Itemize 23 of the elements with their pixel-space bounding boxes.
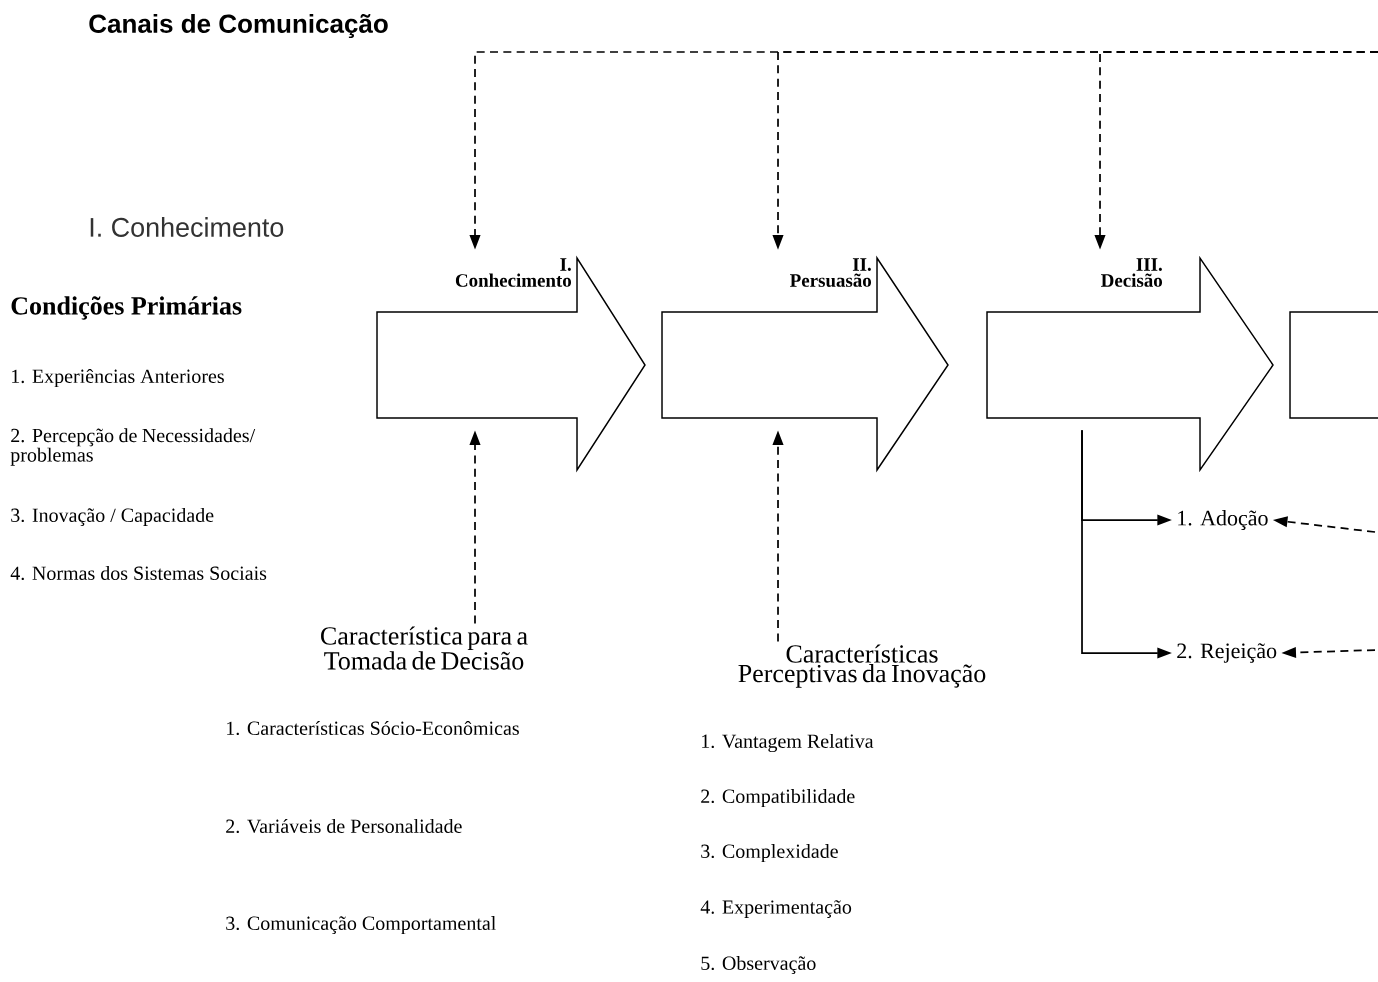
- stage-block: II. Persuasão: [661, 255, 949, 473]
- stage-label: I. Conhecimento: [90, 217, 284, 237]
- list-item: 1. Experiências Anteriores: [12, 368, 224, 388]
- list-item: 3. Complexidade: [701, 843, 838, 863]
- heading: Características Perceptivas da Inovação: [738, 644, 986, 688]
- outcome-label: 1. Adoção: [1178, 510, 1268, 530]
- list-item: 4. Experimentação: [700, 900, 852, 918]
- stage-block: I. Conhecimento: [376, 255, 646, 473]
- empty-box: [1289, 311, 1378, 419]
- list-item: 1. Características Sócio-Econômicas: [227, 720, 519, 736]
- list-item: 3. Comunicação Comportamental: [226, 915, 496, 935]
- outcome-label: 2. Rejeição: [1177, 643, 1277, 663]
- list-item: 4. Normas dos Sistemas Sociais: [10, 565, 267, 581]
- title: Canais de Comunicação: [89, 13, 388, 39]
- list-item: 2. Percepção de Necessidades/ problemas: [10, 428, 256, 466]
- heading: Característica para a Tomada de Decisão: [321, 626, 528, 670]
- list-item: 5. Observação: [701, 955, 816, 975]
- list-item: 3. Inovação / Capacidade: [11, 507, 214, 527]
- section-heading: Condições Primárias: [11, 296, 242, 320]
- list-item: 2. Compatibilidade: [701, 788, 855, 808]
- list-item: 1. Vantagem Relativa: [702, 733, 874, 753]
- stage-block: III. Decisão: [986, 255, 1274, 473]
- list-item: 2. Variáveis de Personalidade: [226, 818, 462, 834]
